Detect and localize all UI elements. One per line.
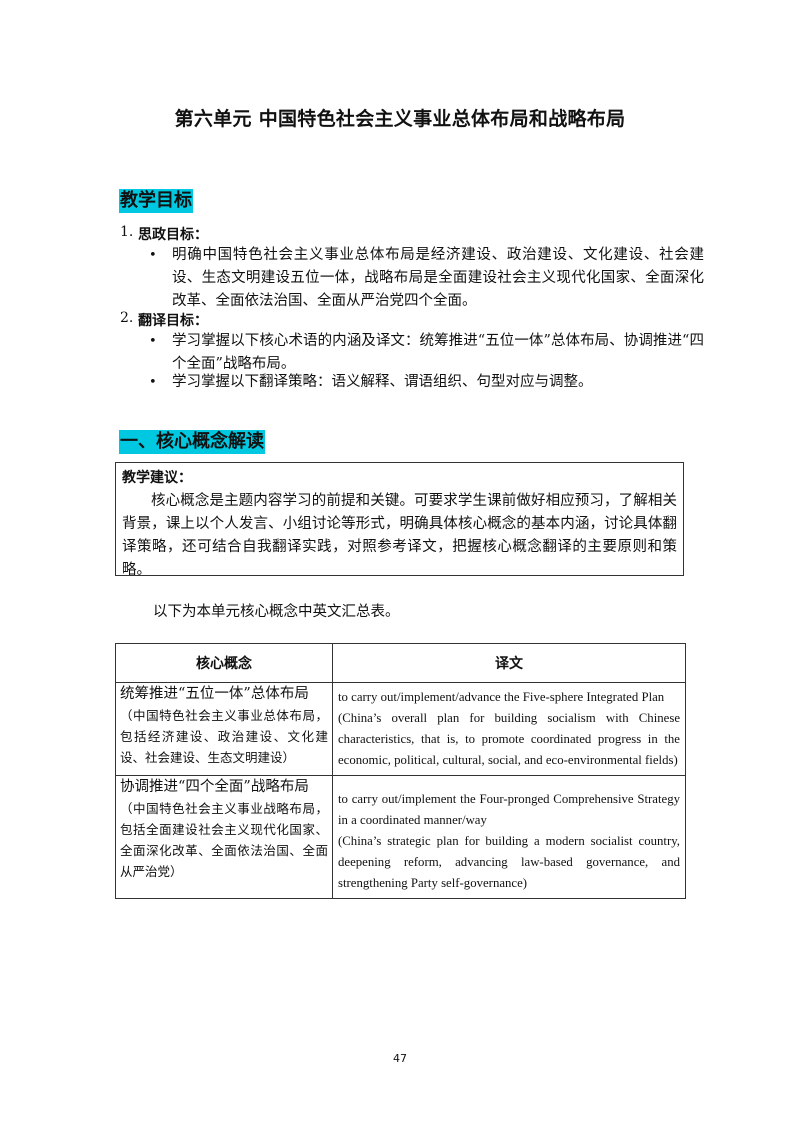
bullet-icon: •	[149, 248, 157, 263]
column-header: 译文	[332, 643, 686, 683]
table-intro: 以下为本单元核心概念中英文汇总表。	[153, 604, 400, 620]
objective-label: 思政目标：	[138, 227, 208, 243]
objectives-heading: 教学目标	[119, 189, 193, 213]
term-note: （中国特色社会主义事业战略布局，包括全面建设社会主义现代化国家、全面深化改革、全…	[120, 801, 328, 879]
term-text: 协调推进“四个全面”战略布局	[120, 779, 309, 795]
bullet-icon: •	[149, 375, 157, 390]
bullet-icon: •	[149, 334, 157, 349]
translation-text: to carry out/implement the Four-pronged …	[338, 792, 680, 827]
term-cell: 统筹推进“五位一体”总体布局 （中国特色社会主义事业总体布局，包括经济建设、政治…	[115, 682, 333, 776]
objective-number: 1.	[120, 224, 134, 240]
table-header-row: 核心概念 译文	[115, 643, 686, 683]
page-number: 47	[393, 1052, 407, 1065]
term-note: （中国特色社会主义事业总体布局，包括经济建设、政治建设、文化建设、社会建设、生态…	[120, 708, 328, 765]
core-concepts-table: 核心概念 译文 统筹推进“五位一体”总体布局 （中国特色社会主义事业总体布局，包…	[115, 643, 686, 899]
column-header: 核心概念	[115, 643, 333, 683]
term-text: 统筹推进“五位一体”总体布局	[120, 686, 309, 702]
unit-title: 第六单元 中国特色社会主义事业总体布局和战略布局	[174, 108, 626, 130]
table-row: 统筹推进“五位一体”总体布局 （中国特色社会主义事业总体布局，包括经济建设、政治…	[115, 682, 686, 776]
objective-label: 翻译目标：	[138, 313, 208, 329]
advice-title: 教学建议：	[122, 470, 192, 486]
objective-bullet-text: 明确中国特色社会主义事业总体布局是经济建设、政治建设、文化建设、社会建设、生态文…	[172, 247, 704, 309]
advice-text: 核心概念是主题内容学习的前提和关键。可要求学生课前做好相应预习，了解相关背景，课…	[122, 493, 677, 578]
translation-text: to carry out/implement/advance the Five-…	[338, 690, 665, 704]
objective-number: 2.	[120, 310, 134, 326]
objective-bullet-text: 学习掌握以下核心术语的内涵及译文：统筹推进“五位一体”总体布局、协调推进“四个全…	[172, 333, 704, 372]
term-cell: 协调推进“四个全面”战略布局 （中国特色社会主义事业战略布局，包括全面建设社会主…	[115, 775, 333, 899]
translation-cell: to carry out/implement/advance the Five-…	[332, 682, 686, 776]
translation-note: (China’s overall plan for building socia…	[338, 711, 680, 767]
translation-cell: to carry out/implement the Four-pronged …	[332, 775, 686, 899]
table-row: 协调推进“四个全面”战略布局 （中国特色社会主义事业战略布局，包括全面建设社会主…	[115, 775, 686, 899]
teaching-advice-box: 教学建议： 核心概念是主题内容学习的前提和关键。可要求学生课前做好相应预习，了解…	[115, 462, 684, 578]
translation-note: (China’s strategic plan for building a m…	[338, 834, 680, 890]
objective-bullet-text: 学习掌握以下翻译策略：语义解释、谓语组织、句型对应与调整。	[172, 374, 593, 390]
section-heading: 一、核心概念解读	[119, 430, 265, 454]
